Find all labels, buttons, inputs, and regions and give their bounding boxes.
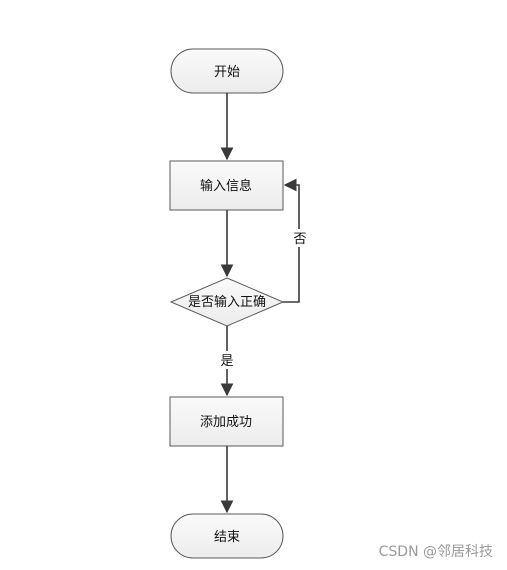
success-label: 添加成功 [200,415,252,430]
decision-label: 是否输入正确 [188,294,266,310]
start-label: 开始 [214,65,240,80]
end-label: 结束 [214,530,240,545]
start-node: 开始 [170,48,284,94]
no-label-bg [292,229,308,247]
success-node: 添加成功 [169,396,284,447]
decision-node: 是否输入正确 [169,277,285,327]
end-node: 结束 [170,513,284,559]
yes-edge-label: 是 [220,354,233,369]
yes-label-bg [218,351,236,369]
input-label: 输入信息 [200,178,252,194]
no-edge-label: 否 [293,232,306,247]
watermark: CSDN @邻居科技 [378,544,493,560]
input-node: 输入信息 [169,160,284,211]
